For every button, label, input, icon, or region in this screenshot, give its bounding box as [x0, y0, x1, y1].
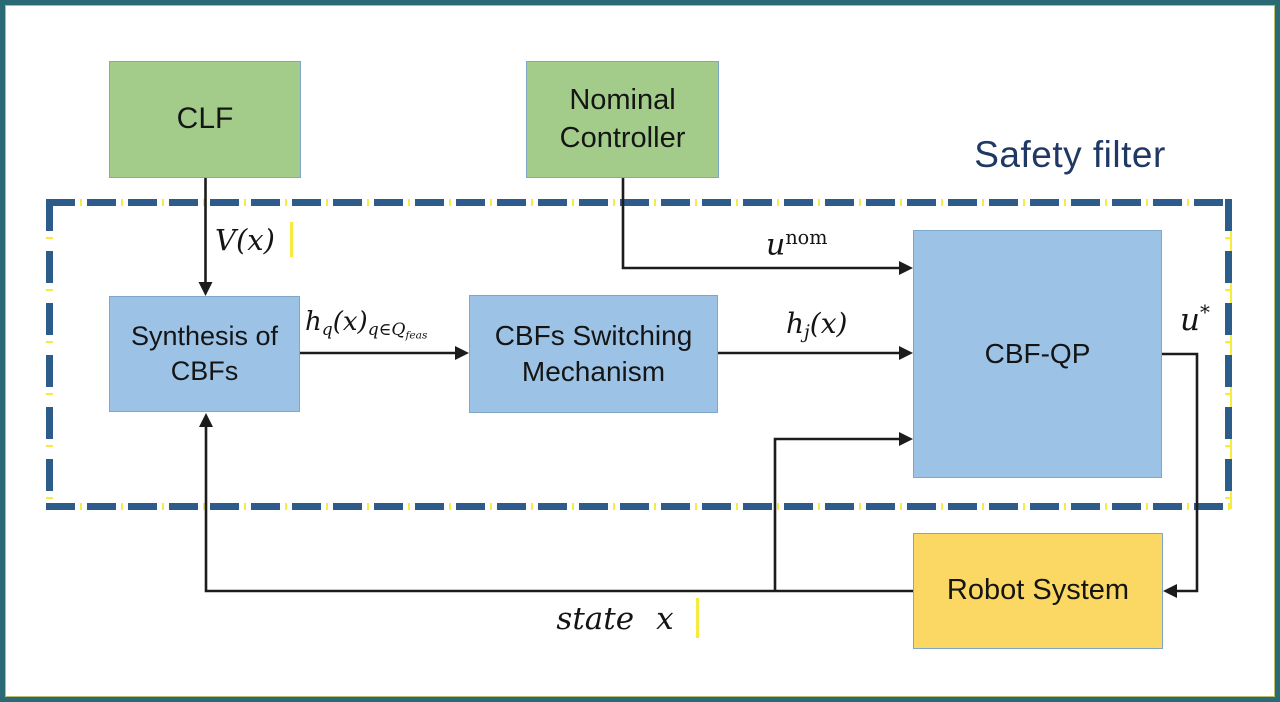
arrowhead-state-to-synthesis [199, 413, 213, 427]
node-synthesis-of-cbfs: Synthesis of CBFs [109, 296, 300, 412]
signal-h-q-args: (x) [332, 307, 368, 337]
text-caret-after-state-x [696, 598, 699, 638]
arrowhead-synthesis-to-switching [455, 346, 469, 360]
signal-h-j-base: h [786, 307, 805, 340]
safety-filter-title: Safety filter [974, 134, 1166, 175]
node-robot-system-label: Robot System [946, 574, 1130, 607]
signal-state-var: x [656, 601, 674, 637]
node-nominal-controller: Nominal Controller [526, 61, 719, 178]
node-cbf-qp: CBF-QP [913, 230, 1162, 478]
node-clf: CLF [109, 61, 301, 178]
arrowhead-switching-to-cbfqp [899, 346, 913, 360]
safety-filter-boundary-bottom [46, 503, 1232, 510]
safety-filter-boundary-top [46, 199, 1232, 206]
signal-h-q-subsubscript: feas [405, 328, 428, 342]
safety-filter-boundary-right [1225, 199, 1232, 510]
node-nominal-controller-line1: Nominal [569, 84, 676, 117]
arrowhead-cbfqp-to-robot [1163, 584, 1177, 598]
node-cbf-qp-label: CBF-QP [984, 338, 1091, 370]
node-robot-system: Robot System [913, 533, 1163, 649]
arrow-nominal-to-cbfqp [621, 178, 900, 270]
signal-h-j-sub: j [804, 322, 810, 344]
signal-u-star-base: u [1180, 301, 1200, 338]
signal-u-nom-base: u [766, 227, 786, 263]
signal-h-q-sub: q [321, 319, 333, 340]
node-nominal-controller-line2: Controller [559, 121, 686, 154]
arrowhead-clf-to-synthesis [198, 282, 213, 296]
signal-state-word: state [556, 601, 635, 637]
arrow-cbfqp-to-robot [1162, 352, 1199, 593]
safety-filter-boundary-left [46, 199, 53, 510]
signal-u-star-sup: * [1199, 301, 1210, 324]
signal-h-q-subscript: q∈Qfeas [367, 319, 428, 342]
signal-v-of-x: V(x) [215, 223, 275, 257]
text-caret-after-vx [290, 222, 293, 257]
node-switching-line2: Mechanism [521, 356, 666, 387]
signal-h-q-subscript-text: q∈Q [367, 319, 406, 340]
arrow-state-to-synthesis [204, 427, 913, 593]
signal-u-nom: unom [766, 226, 827, 263]
arrowhead-state-to-cbfqp [899, 432, 913, 446]
node-switching-line1: CBFs Switching [494, 320, 693, 352]
signal-h-q: hq(x)q∈Qfeas [305, 307, 427, 342]
signal-h-j-args: (x) [809, 307, 848, 340]
node-synthesis-line1: Synthesis of [130, 321, 279, 352]
node-clf-label: CLF [176, 102, 234, 136]
node-synthesis-line2: CBFs [170, 356, 239, 386]
signal-h-j: hj(x) [786, 307, 847, 343]
signal-h-q-base: h [305, 307, 322, 337]
arrowhead-nominal-to-cbfqp [899, 261, 913, 275]
signal-u-star: u* [1180, 301, 1210, 338]
node-cbfs-switching-mechanism: CBFs Switching Mechanism [469, 295, 718, 413]
arrow-state-to-cbfqp [773, 437, 900, 591]
signal-u-nom-sup: nom [785, 226, 828, 249]
